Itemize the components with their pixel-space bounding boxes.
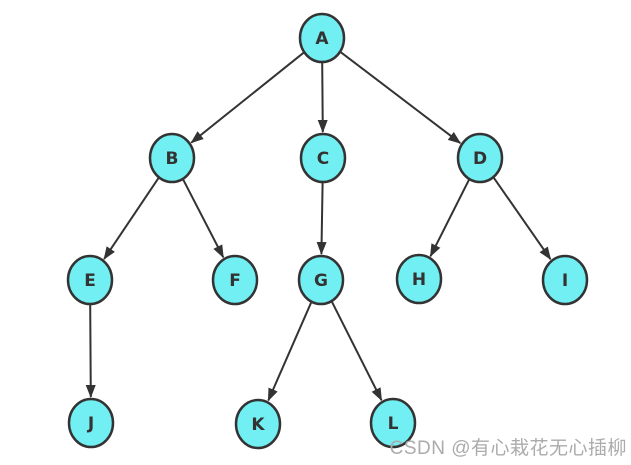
node-label-F: F [229,271,241,291]
node-circle-G [297,254,345,306]
edge-A-C [317,62,328,133]
edge-D-H [429,179,470,258]
node-circle-L [369,397,417,449]
edge-G-K [267,302,313,402]
node-C: C [299,132,347,184]
node-circle-H [395,253,443,305]
node-G: G [297,254,345,306]
node-label-B: B [166,149,179,169]
node-circle-D [456,132,504,184]
node-label-E: E [84,271,96,291]
edge-G-L [331,301,383,402]
node-circle-F [211,254,259,306]
node-label-G: G [314,271,328,291]
node-label-L: L [388,414,399,434]
node-D: D [456,132,504,184]
node-circle-K [234,398,282,450]
node-L: L [369,397,417,449]
node-circle-E [66,254,114,306]
node-K: K [234,398,282,450]
edge-C-G [316,182,327,255]
node-circle-B [148,132,196,184]
edge-A-B [190,52,305,144]
node-A: A [298,12,346,64]
node-E: E [66,254,114,306]
node-J: J [67,397,115,449]
node-F: F [211,254,259,306]
node-circle-A [298,12,346,64]
node-label-D: D [473,149,487,169]
node-label-J: J [87,414,94,434]
node-circle-C [299,132,347,184]
node-label-A: A [315,29,329,49]
watermark-text: CSDN @有心栽花无心插柳 [389,438,627,459]
edge-B-F [182,179,225,259]
node-I: I [541,254,589,306]
node-H: H [395,253,443,305]
node-label-I: I [562,271,568,291]
edge-A-D [340,51,462,144]
edge-B-E [103,177,160,260]
edge-E-J [85,304,96,398]
node-B: B [148,132,196,184]
node-circle-I [541,254,589,306]
node-label-C: C [317,149,329,169]
node-circle-J [67,397,115,449]
node-label-K: K [251,415,265,435]
edge-D-I [493,177,552,261]
node-label-H: H [412,270,426,290]
